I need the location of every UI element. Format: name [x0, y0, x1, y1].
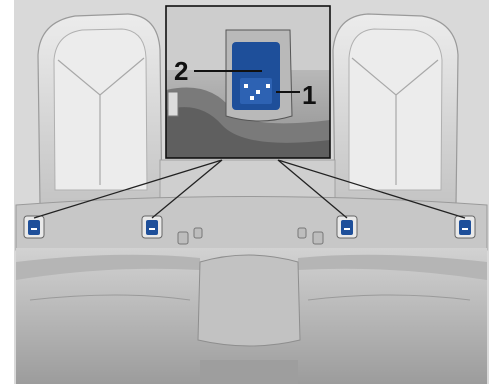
callout-number-2: 2: [174, 56, 188, 86]
left-seatback: [38, 14, 162, 205]
right-seatback: [333, 14, 458, 205]
isofix-mount-right-outer: [455, 216, 475, 238]
isofix-mount-right-inner: [337, 216, 357, 238]
callout-number-1: 1: [302, 80, 316, 110]
seat-cushion: [16, 248, 487, 384]
isofix-mount-left-outer: [24, 216, 44, 238]
isofix-mount-left-inner: [142, 216, 162, 238]
seat-bench-strip: [16, 197, 487, 251]
